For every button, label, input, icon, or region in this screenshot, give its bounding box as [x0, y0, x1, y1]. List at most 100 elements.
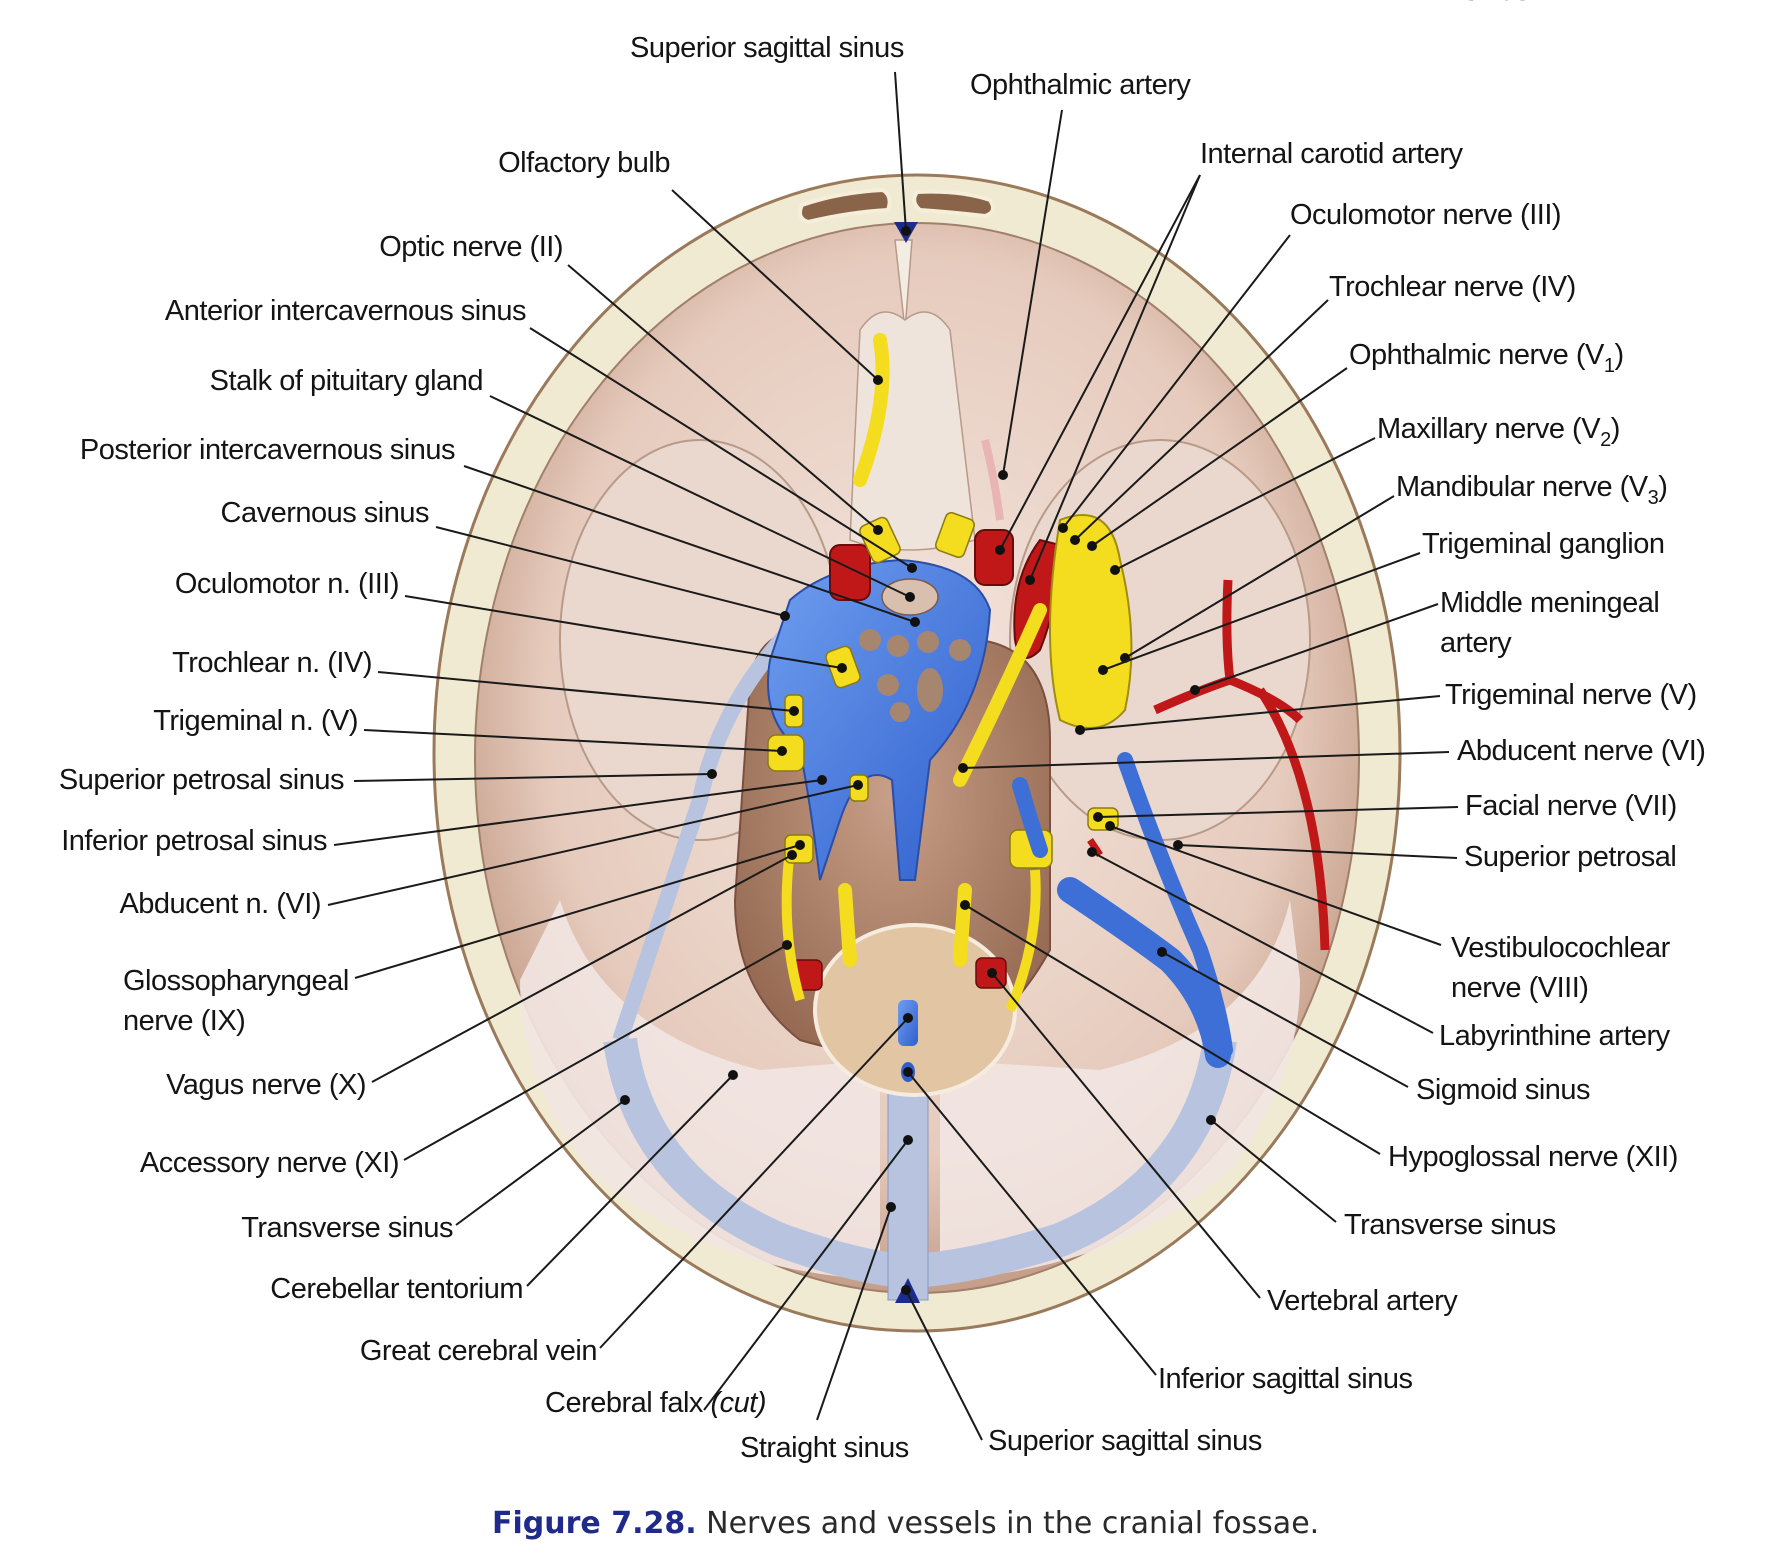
label-text: Vertebral artery: [1267, 1285, 1458, 1317]
label-text: Oculomotor n. (III): [175, 568, 399, 600]
leader-dot-superior-sagittal-sinus-top: [901, 226, 911, 236]
caption-text: Nerves and vessels in the cranial fossae…: [697, 1506, 1320, 1541]
label-text: Vagus nerve (X): [166, 1069, 366, 1101]
label-tail: ): [1658, 471, 1667, 503]
label-text: Ophthalmic artery: [970, 69, 1191, 101]
label-oculomotor-nerve: Oculomotor nerve (III): [1290, 199, 1561, 231]
leader-dot-abducent-nerve: [958, 763, 968, 773]
label-cavernous-sinus: Cavernous sinus: [221, 497, 430, 529]
leader-line-cavernous-sinus: [435, 526, 786, 617]
label-text: Trigeminal nerve (V): [1445, 679, 1697, 711]
label-text: Optic nerve (II): [379, 231, 563, 263]
olfactory-bulb-shape: [853, 333, 890, 487]
leader-line-trigeminal-ganglion: [1102, 552, 1421, 671]
label-superior-petrosal-sinus-left: Superior petrosal sinus: [59, 764, 344, 796]
superior-petrosal-sinus-left-shape: [612, 614, 806, 1043]
label-trochlear-n: Trochlear n. (IV): [172, 647, 372, 679]
label-text: Oculomotor nerve (III): [1290, 199, 1561, 231]
label-text: Anterior intercavernous sinus: [165, 295, 526, 327]
label-mandibular-nerve: Mandibular nerve (V3): [1396, 471, 1667, 509]
label-posterior-intercavernous-sinus: Posterior intercavernous sinus: [80, 434, 455, 466]
leader-line-stalk-of-pituitary-gland: [489, 395, 911, 598]
label-text: Abducent nerve (VI): [1457, 735, 1705, 767]
label-cerebellar-tentorium: Cerebellar tentorium: [270, 1273, 523, 1305]
labyrinthine-artery-shape: [1087, 838, 1103, 857]
leader-dot-internal-carotid-artery: [995, 545, 1005, 555]
leader-dot-trochlear-nerve: [1070, 535, 1080, 545]
leader-dot-transverse-sinus-right: [1206, 1115, 1216, 1125]
leader-line-vertebral-artery: [991, 972, 1261, 1299]
label-transverse-sinus-right: Transverse sinus: [1344, 1209, 1556, 1241]
label-olfactory-bulb: Olfactory bulb: [498, 147, 670, 179]
leader-dot-posterior-intercavernous-sinus: [910, 617, 920, 627]
label-text: Trochlear n. (IV): [172, 647, 372, 679]
leader-line-olfactory-bulb: [671, 189, 879, 381]
leader-line-cerebral-falx: [703, 1139, 909, 1411]
leader-dot-stalk-of-pituitary-gland: [905, 592, 915, 602]
leader-line-trochlear-n: [377, 671, 795, 712]
leader-dot-oculomotor-n: [837, 663, 847, 673]
label-anterior-intercavernous-sinus: Anterior intercavernous sinus: [165, 295, 526, 327]
label-text: Cerebral falx: [545, 1387, 710, 1419]
inferior-petrosal-right: [1012, 777, 1048, 858]
leader-line-abducent-n: [327, 784, 859, 906]
leader-line-sigmoid-sinus: [1161, 951, 1409, 1088]
leader-line-middle-meningeal-artery: [1194, 603, 1439, 691]
leader-line-vestibulocochlear-nerve: [1109, 825, 1442, 946]
leader-dot-internal-carotid-artery: [1025, 575, 1035, 585]
leader-line-inferior-sagittal-sinus: [907, 1071, 1157, 1376]
label-glossopharyngeal-nerve: Glossopharyngeal: [123, 965, 349, 997]
label-text: Glossopharyngeal: [123, 965, 349, 997]
leader-dot-cavernous-sinus: [780, 611, 790, 621]
label-text: Facial nerve (VII): [1465, 790, 1677, 822]
label-text: Trigeminal ganglion: [1422, 528, 1665, 560]
leader-dot-inferior-sagittal-sinus: [903, 1067, 913, 1077]
label-abducent-nerve: Abducent nerve (VI): [1457, 735, 1705, 767]
label-stalk-of-pituitary-gland: Stalk of pituitary gland: [210, 365, 483, 397]
leader-dot-anterior-intercavernous-sinus: [907, 563, 917, 573]
label-oculomotor-n: Oculomotor n. (III): [175, 568, 399, 600]
label-accessory-nerve: Accessory nerve (XI): [140, 1147, 399, 1179]
leader-dot-facial-nerve: [1093, 812, 1103, 822]
label-trigeminal-nerve: Trigeminal nerve (V): [1445, 679, 1697, 711]
leader-line-internal-carotid-artery: [999, 174, 1201, 551]
frontal-sinus-left: [798, 187, 892, 225]
leader-line-labyrinthine-artery: [1091, 851, 1434, 1034]
label-optic-nerve: Optic nerve (II): [379, 231, 563, 263]
label-subscript: 1: [1604, 355, 1615, 377]
leader-line-trochlear-nerve: [1074, 299, 1329, 541]
cavernous-hole: [949, 639, 971, 661]
leader-dot-sigmoid-sinus: [1157, 947, 1167, 957]
label-superior-sagittal-sinus-top: Superior sagittal sinus: [630, 32, 904, 64]
label-vertebral-artery: Vertebral artery: [1267, 1285, 1458, 1317]
tentorium-right: [940, 900, 1300, 1280]
label-internal-carotid-artery: Internal carotid artery: [1200, 138, 1464, 170]
label-text: Trochlear nerve (IV): [1329, 271, 1576, 303]
transverse-sinus-left-shape: [603, 1037, 898, 1287]
leader-dot-optic-nerve: [873, 525, 883, 535]
leader-dot-vagus-nerve: [787, 850, 797, 860]
internal-carotid-left: [829, 544, 871, 601]
label-text: Maxillary nerve (V: [1377, 413, 1601, 445]
label-subscript: 2: [1600, 429, 1611, 451]
label-text: Cavernous sinus: [221, 497, 430, 529]
leader-dot-transverse-sinus-left: [620, 1095, 630, 1105]
leader-dot-superior-sagittal-sinus-bottom: [901, 1285, 911, 1295]
ophthalmic-artery-shape: [981, 439, 1004, 521]
leader-dot-hypoglossal-nerve: [960, 900, 970, 910]
label-vestibulocochlear-nerve: Vestibulocochlear: [1451, 932, 1671, 964]
leader-line-internal-carotid-artery: [1029, 174, 1201, 581]
leader-lines: [327, 71, 1459, 1441]
label-text: Inferior sagittal sinus: [1158, 1363, 1412, 1395]
cavernous-hole: [859, 629, 881, 651]
leader-line-superior-petrosal-sinus-left: [353, 773, 713, 782]
label-glossopharyngeal-nerve-line2: nerve (IX): [123, 1005, 245, 1037]
leader-dot-oculomotor-nerve: [1058, 523, 1068, 533]
leader-line-optic-nerve: [567, 264, 879, 531]
leader-line-trigeminal-nerve: [1079, 695, 1441, 731]
label-text: Transverse sinus: [1344, 1209, 1556, 1241]
leader-dot-olfactory-bulb: [873, 375, 883, 385]
leader-line-anterior-intercavernous-sinus: [529, 327, 913, 569]
label-inferior-sagittal-sinus: Inferior sagittal sinus: [1158, 1363, 1412, 1395]
